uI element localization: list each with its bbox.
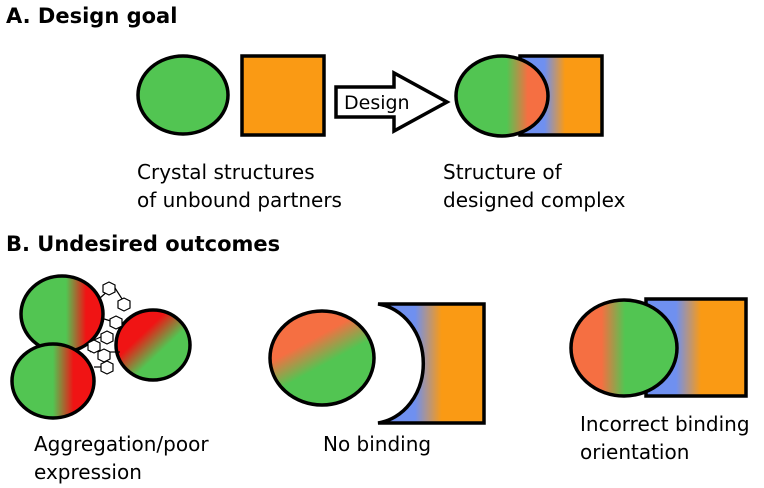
- aggregate-particle-right: [114, 308, 192, 382]
- caption-complex-line-1: Structure of: [443, 160, 562, 184]
- unbound-orange-partner: [240, 54, 326, 137]
- caption-aggregation-line-2: expression: [34, 460, 142, 484]
- no-binding-green-partner: [268, 309, 376, 407]
- caption-unbound-partners: Crystal structures of unbound partners: [137, 158, 342, 214]
- complex-green-partner: [454, 54, 550, 138]
- hydrophobic-sidechains: [87, 281, 131, 375]
- caption-unbound-line-2: of unbound partners: [137, 188, 342, 212]
- unbound-green-partner: [136, 54, 230, 136]
- design-arrow: [334, 70, 451, 134]
- aggregate-particle-top: [19, 274, 105, 354]
- caption-aggregation: Aggregation/poor expression: [34, 430, 209, 486]
- caption-aggregation-line-1: Aggregation/poor: [34, 432, 209, 456]
- design-arrow-label: Design: [344, 92, 410, 114]
- section-a-heading: A. Design goal: [6, 4, 178, 28]
- aggregate-particle-bottom: [10, 342, 96, 420]
- caption-orientation-line-1: Incorrect binding: [580, 412, 750, 436]
- aggregation-illustration: [10, 274, 192, 420]
- caption-designed-complex: Structure of designed complex: [443, 158, 625, 214]
- caption-no-binding-line-1: No binding: [323, 432, 432, 456]
- caption-orientation-line-2: orientation: [580, 440, 690, 464]
- no-binding-orange-partner: [377, 302, 486, 425]
- caption-unbound-line-1: Crystal structures: [137, 160, 315, 184]
- caption-incorrect-orientation: Incorrect binding orientation: [580, 410, 750, 466]
- caption-complex-line-2: designed complex: [443, 188, 626, 212]
- caption-no-binding: No binding: [323, 430, 431, 458]
- wrong-orientation-green-partner: [569, 298, 679, 398]
- section-b-heading: B. Undesired outcomes: [6, 232, 281, 256]
